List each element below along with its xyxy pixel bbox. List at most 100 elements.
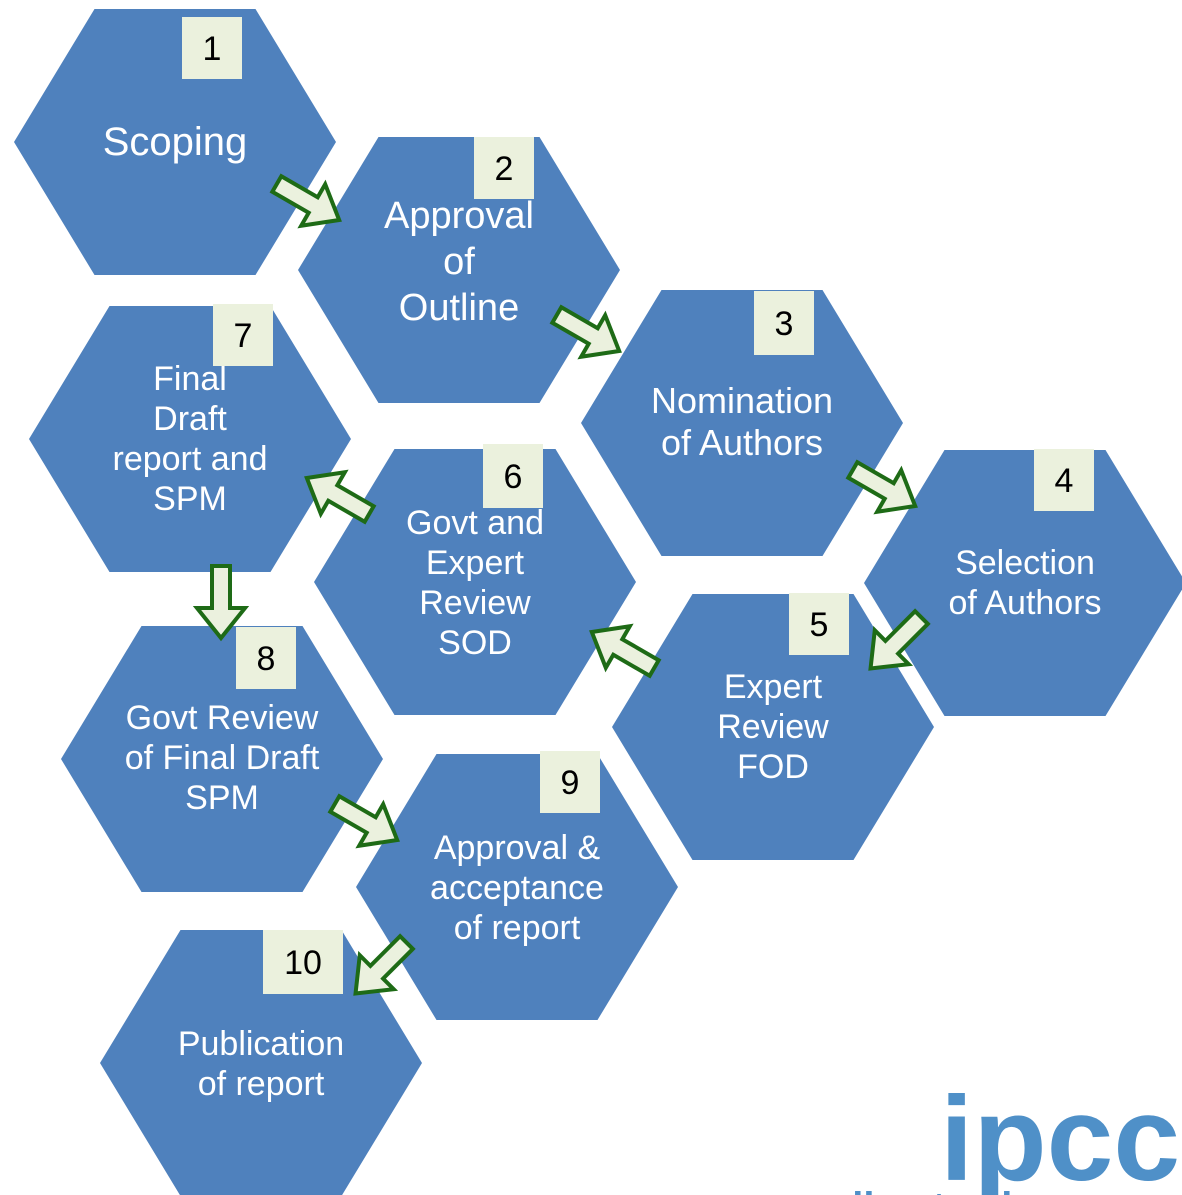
arrow-icon (353, 933, 416, 996)
step-number-badge: 6 (483, 444, 543, 508)
step-hexagon (356, 754, 678, 1020)
step-label-line: Expert (724, 668, 823, 706)
arrow-shape (327, 793, 400, 849)
step-label-line: SOD (438, 624, 512, 662)
arrow-icon (845, 459, 918, 515)
step-label-line: Review (419, 584, 531, 622)
step-hexagon (29, 306, 351, 572)
step-number-badge: 10 (263, 930, 343, 994)
number-box (483, 444, 543, 508)
number-box (1034, 449, 1094, 511)
arrow-shape (304, 469, 377, 525)
step-label-line: of Authors (948, 584, 1101, 622)
step-label-line: FOD (737, 748, 809, 786)
step-label-line: report and (113, 440, 268, 478)
step-number-badge: 8 (236, 627, 296, 689)
step-hexagon (298, 137, 620, 403)
step-number-badge: 3 (754, 291, 814, 355)
arrow-shape (192, 564, 250, 642)
step-hexagon (581, 290, 903, 556)
step-label-line: Selection (955, 544, 1095, 582)
step-label-line: Final (153, 360, 227, 398)
number-box (213, 304, 273, 366)
arrow-icon (327, 793, 400, 849)
arrow-icon (269, 173, 342, 229)
arrow-shape (353, 933, 416, 996)
step-number: 8 (257, 640, 276, 678)
number-layer: 1 2 3 4 5 6 7 8 9 10 (182, 17, 1094, 994)
step-number-badge: 7 (213, 304, 273, 366)
step-label-line: Govt and (406, 504, 544, 542)
step-label-line: Expert (426, 544, 525, 582)
step-number: 9 (561, 764, 580, 802)
number-box (182, 17, 242, 79)
step-label-line: Review (717, 708, 829, 746)
arrow-icon (868, 608, 931, 671)
arrow-shape (589, 623, 662, 679)
arrow-shape (549, 304, 622, 360)
step-hexagon (14, 9, 336, 275)
ipcc-logo: ipcc climate change (830, 1072, 1180, 1195)
step-label-line: of Authors (661, 422, 823, 463)
step-number: 3 (775, 305, 794, 343)
step-label-line: SPM (185, 779, 259, 817)
arrow-icon (192, 564, 250, 642)
number-box (540, 751, 600, 813)
arrow-shape (868, 608, 931, 671)
arrow-icon (549, 304, 622, 360)
step-label-line: of report (454, 909, 581, 947)
number-box (754, 291, 814, 355)
step-number-badge: 4 (1034, 449, 1094, 511)
logo-text: ipcc (940, 1072, 1180, 1195)
number-box (789, 593, 849, 655)
step-label-line: Approval (384, 195, 534, 237)
number-box (263, 930, 343, 994)
number-box (474, 137, 534, 199)
step-hexagon (864, 450, 1182, 716)
step-hexagon (314, 449, 636, 715)
arrow-shape (269, 173, 342, 229)
step-label-line: Govt Review (126, 699, 319, 737)
arrow-layer (192, 173, 931, 996)
step-1: Scoping (14, 9, 336, 275)
step-label-line: Approval & (434, 829, 601, 867)
step-number: 4 (1055, 462, 1074, 500)
step-number: 1 (203, 30, 222, 68)
number-box (236, 627, 296, 689)
step-hexagon (100, 930, 422, 1195)
step-number: 5 (810, 606, 829, 644)
step-number-badge: 1 (182, 17, 242, 79)
step-label-line: Outline (399, 287, 519, 329)
step-number: 2 (495, 150, 514, 188)
step-label: Scoping (103, 120, 248, 164)
arrow-icon (304, 469, 377, 525)
step-number: 7 (234, 317, 253, 355)
logo-tagline: climate change (830, 1185, 1119, 1195)
step-label-line: SPM (153, 480, 227, 518)
step-number-badge: 9 (540, 751, 600, 813)
step-label-line: of report (198, 1065, 325, 1103)
step-label-line: of Final Draft (125, 739, 320, 777)
step-number-badge: 2 (474, 137, 534, 199)
step-label-line: Scoping (103, 120, 248, 164)
step-label-line: of (443, 241, 475, 283)
step-hexagon (61, 626, 383, 892)
step-label-line: Publication (178, 1025, 344, 1063)
